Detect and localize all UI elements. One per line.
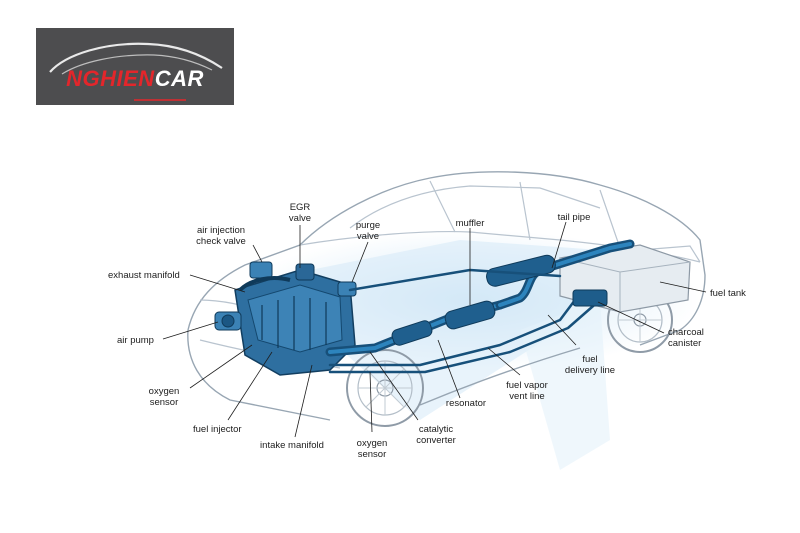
label-muffler: muffler: [456, 218, 485, 229]
leader-lines: [162, 221, 707, 438]
engine-block: [214, 261, 357, 376]
label-resonator: resonator: [446, 398, 486, 409]
label-tail-pipe: tail pipe: [558, 212, 591, 223]
label-intake-manifold: intake manifold: [260, 440, 324, 451]
front-wheel: [346, 349, 424, 427]
label-exhaust-manifold: exhaust manifold: [108, 270, 180, 281]
label-fuel-injector: fuel injector: [193, 424, 242, 435]
label-fuel-tank: fuel tank: [710, 288, 746, 299]
exhaust-system: [325, 239, 635, 374]
logo-text-part2: CAR: [154, 66, 204, 91]
logo-text-part1: NGHIEN: [66, 66, 155, 91]
car-silhouette-icon: [49, 42, 223, 101]
logo-text: NGHIENCAR: [36, 66, 234, 92]
label-air-pump: air pump: [117, 335, 154, 346]
logo: NGHIENCAR: [36, 28, 234, 105]
